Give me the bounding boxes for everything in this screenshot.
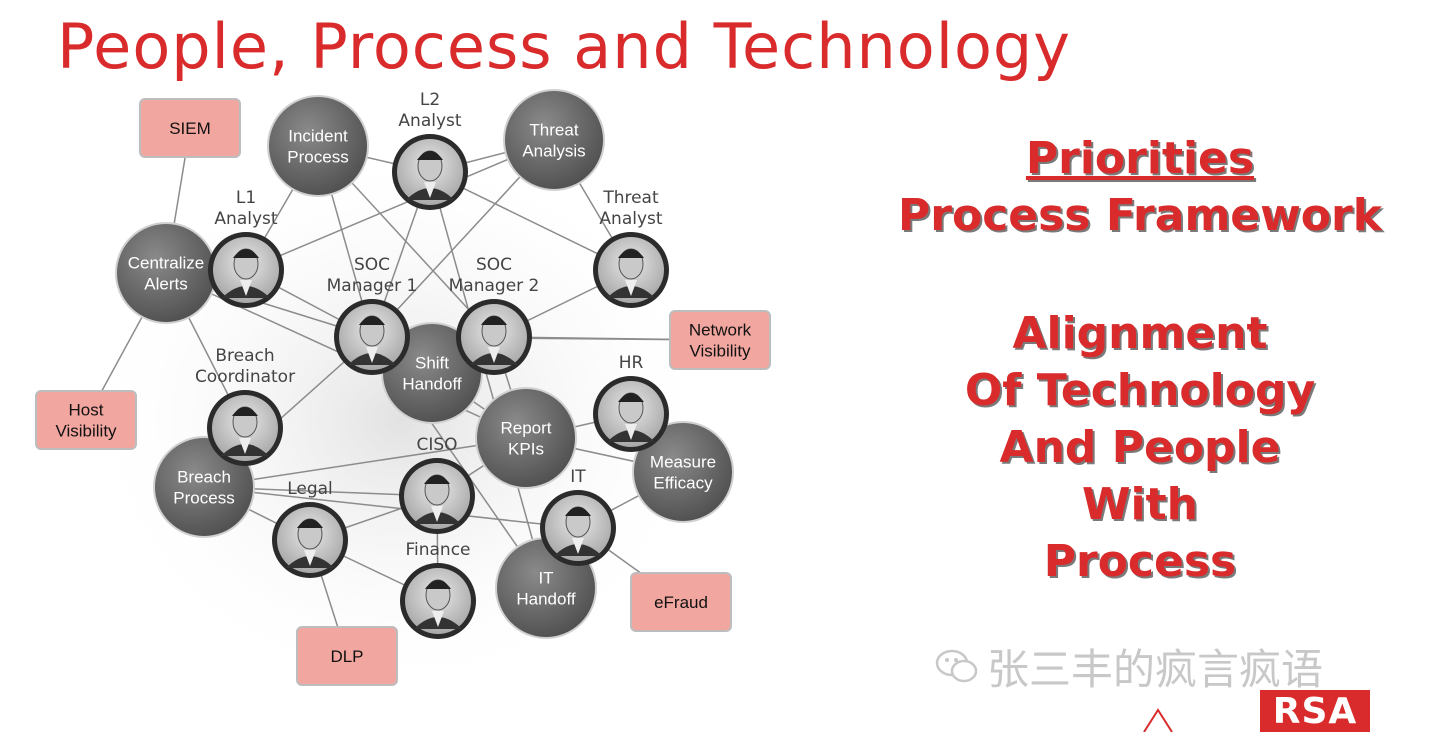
person-label: Threat — [602, 188, 659, 208]
alignment-line: Of Technology — [860, 362, 1420, 419]
person-label: L1 — [236, 188, 256, 208]
process-label: Alerts — [144, 275, 187, 294]
person-label: Legal — [287, 479, 333, 499]
alignment-line: And People — [860, 419, 1420, 476]
process-label: IT — [538, 569, 553, 588]
tech-label: DLP — [330, 647, 363, 666]
process-label: Measure — [650, 453, 716, 472]
person-label: Analyst — [599, 209, 662, 229]
process-framework-heading: Process Framework — [860, 190, 1420, 241]
person-label: Coordinator — [195, 367, 295, 387]
person-label: IT — [570, 467, 586, 487]
priorities-heading: Priorities — [860, 133, 1420, 184]
process-label: Handoff — [516, 590, 576, 609]
triangle-icon — [1140, 708, 1176, 732]
person-label: HR — [619, 353, 644, 373]
tech-label: eFraud — [654, 593, 708, 612]
person-label: Manager 2 — [449, 276, 540, 296]
process-label: Process — [287, 148, 348, 167]
tech-box-dlp: DLP — [297, 627, 397, 685]
person-label: Manager 1 — [327, 276, 418, 296]
tech-label: Visibility — [55, 422, 117, 441]
person-finance: Finance — [400, 540, 476, 639]
tech-label: Host — [69, 401, 104, 420]
process-label: Incident — [288, 127, 348, 146]
person-label: CISO — [416, 435, 457, 455]
process-label: Threat — [529, 121, 578, 140]
process-label: Handoff — [402, 375, 462, 394]
process-label: Efficacy — [653, 474, 713, 493]
person-label: SOC — [476, 255, 512, 275]
person-label: Analyst — [214, 209, 277, 229]
tech-label: Visibility — [689, 342, 751, 361]
watermark-text: 张三丰的疯言疯语 — [987, 636, 1323, 697]
alignment-statement: Alignment Of Technology And People With … — [860, 305, 1420, 590]
process-label: Report — [500, 419, 551, 438]
process-label: Shift — [415, 354, 449, 373]
tech-box-efraud: eFraud — [631, 573, 731, 631]
process-label: Analysis — [522, 142, 585, 161]
person-label: L2 — [420, 90, 440, 110]
alignment-line: Process — [860, 533, 1420, 590]
rsa-logo: RSA — [1260, 690, 1370, 732]
tech-box-siem: SIEM — [140, 99, 240, 157]
alignment-line: Alignment — [860, 305, 1420, 362]
network-diagram: SIEMNetworkVisibilityHostVisibilityeFrau… — [0, 0, 800, 732]
process-label: Centralize — [128, 254, 205, 273]
person-label: Breach — [215, 346, 274, 366]
tech-label: Network — [689, 321, 752, 340]
process-label: Breach — [177, 468, 231, 487]
person-label: SOC — [354, 255, 390, 275]
watermark: 张三丰的疯言疯语 — [935, 636, 1323, 697]
wechat-icon — [935, 649, 979, 685]
alignment-line: With — [860, 476, 1420, 533]
process-label: KPIs — [508, 440, 544, 459]
process-label: Process — [173, 489, 234, 508]
person-label: Finance — [405, 540, 470, 560]
person-label: Analyst — [398, 111, 461, 131]
tech-label: SIEM — [169, 119, 211, 138]
